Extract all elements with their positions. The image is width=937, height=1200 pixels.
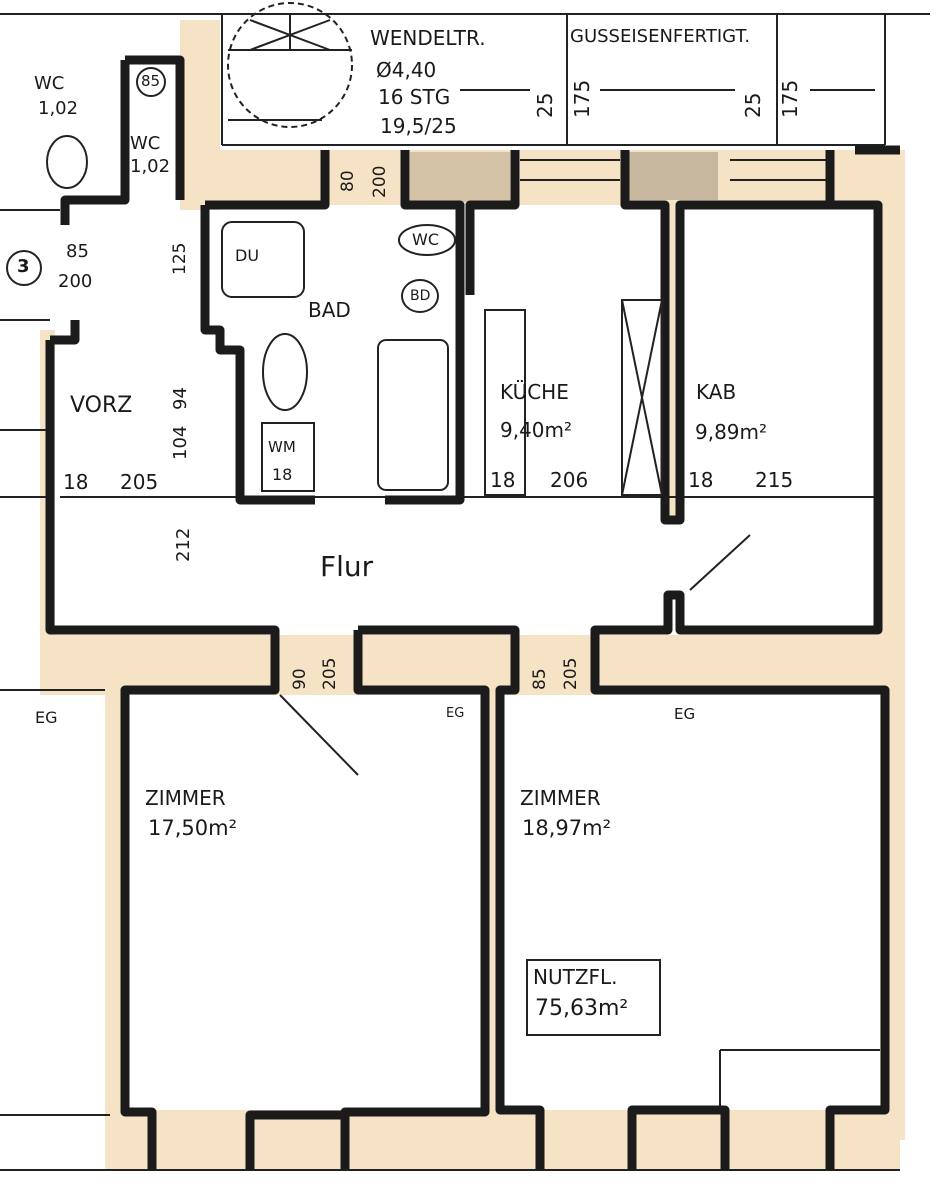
bidet-fixture bbox=[401, 279, 439, 313]
spiral-staircase bbox=[227, 2, 353, 128]
du-label: DU bbox=[235, 246, 260, 265]
vorz-dim-18: 18 bbox=[63, 470, 89, 494]
door-dim: 205 bbox=[320, 657, 340, 690]
toilet-left bbox=[46, 135, 88, 189]
top-dim: 25 bbox=[533, 92, 557, 118]
thin-lines bbox=[0, 13, 930, 1171]
walls bbox=[45, 55, 900, 1170]
dim-125: 125 bbox=[170, 242, 190, 275]
area-box bbox=[526, 959, 661, 1036]
top-dim: 175 bbox=[778, 79, 802, 118]
window-dim: 80 bbox=[338, 170, 358, 192]
wc1-area: 1,02 bbox=[38, 98, 79, 119]
stair-label: WENDELTR. bbox=[370, 26, 486, 50]
door-dim: 205 bbox=[561, 657, 581, 690]
bad-label: BAD bbox=[308, 298, 351, 322]
wc-fixture bbox=[398, 224, 456, 256]
door-dim: 85 bbox=[530, 668, 550, 690]
kitchen-cabinet bbox=[621, 299, 663, 496]
fixtures bbox=[6, 67, 663, 1036]
bathtub bbox=[377, 339, 449, 491]
nutzflaeche-value: 75,63m² bbox=[535, 996, 629, 1021]
eg-label: EG bbox=[446, 706, 465, 721]
wc1-label: WC bbox=[34, 73, 65, 94]
dim-200: 200 bbox=[58, 271, 93, 292]
zimmer1-area: 17,50m² bbox=[148, 816, 237, 840]
kab-dim-215: 215 bbox=[755, 468, 794, 492]
wall-bands bbox=[40, 20, 905, 1170]
door-dim: 90 bbox=[290, 668, 310, 690]
zimmer1-label: ZIMMER bbox=[145, 786, 226, 810]
kueche-label: KÜCHE bbox=[500, 380, 569, 404]
circle-3: 3 bbox=[17, 256, 30, 277]
dim-104: 104 bbox=[170, 425, 191, 460]
kueche-dim-18: 18 bbox=[490, 468, 516, 492]
shower-tray bbox=[221, 221, 305, 298]
zimmer2-area: 18,97m² bbox=[522, 816, 611, 840]
vorz-label: VORZ bbox=[70, 393, 133, 418]
vorz-dim-205: 205 bbox=[120, 470, 159, 494]
wm-label: WM bbox=[268, 438, 296, 456]
kab-label: KAB bbox=[696, 380, 737, 404]
nutzflaeche-label: NUTZFL. bbox=[533, 965, 618, 989]
eg-label: EG bbox=[35, 708, 58, 727]
kab-dim-18: 18 bbox=[688, 468, 714, 492]
top-dim: 175 bbox=[570, 79, 594, 118]
dim-85: 85 bbox=[66, 241, 89, 262]
kueche-area: 9,40m² bbox=[500, 418, 573, 442]
stair-note: GUSSEISENFERTIGT. bbox=[570, 26, 751, 47]
toilet-bad bbox=[262, 333, 308, 411]
eg-label: EG bbox=[674, 705, 696, 723]
kueche-dim-206: 206 bbox=[550, 468, 589, 492]
wc-label: WC bbox=[412, 230, 439, 249]
kitchen-counter bbox=[484, 309, 526, 496]
bd-label: BD bbox=[410, 288, 431, 304]
stair-steps: 16 STG bbox=[378, 85, 451, 109]
circle-85: 85 bbox=[141, 72, 161, 90]
washing-machine bbox=[261, 422, 315, 492]
dim-94: 94 bbox=[170, 387, 191, 410]
flur-label: Flur bbox=[320, 550, 374, 583]
wc2-area: 1,02 bbox=[130, 156, 171, 177]
zimmer2-label: ZIMMER bbox=[520, 786, 601, 810]
stair-ratio: 19,5/25 bbox=[380, 114, 457, 138]
stair-diameter: Ø4,40 bbox=[376, 58, 437, 82]
kab-area: 9,89m² bbox=[695, 420, 768, 444]
top-dim: 25 bbox=[741, 92, 765, 118]
wm-dim: 18 bbox=[272, 465, 293, 484]
window-dim: 200 bbox=[370, 165, 390, 198]
wc2-label: WC bbox=[130, 133, 161, 154]
dim-212: 212 bbox=[173, 527, 194, 562]
